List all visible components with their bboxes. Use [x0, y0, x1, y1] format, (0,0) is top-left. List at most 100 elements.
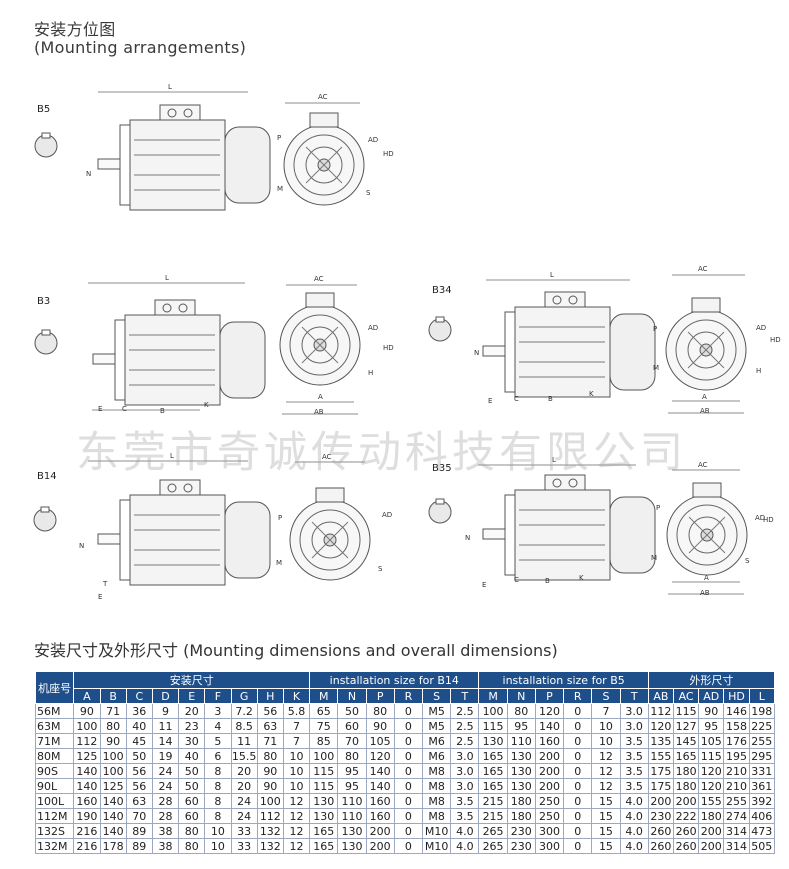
dimension-cell: 120: [698, 778, 725, 794]
dimension-cell: 165: [309, 823, 339, 839]
sub-header-cell: S: [591, 688, 621, 704]
header-b14: installation size for B14: [309, 671, 480, 689]
dimension-cell: 8: [204, 793, 232, 809]
dimension-cell: 195: [723, 748, 750, 764]
dimension-cell: 160: [365, 793, 395, 809]
dimension-cell: 112: [256, 808, 284, 824]
dimension-label: P: [656, 504, 660, 512]
dimension-cell: 12: [282, 808, 311, 824]
dimension-cell: 300: [534, 823, 565, 839]
dimension-label: M: [651, 554, 657, 562]
section-title-zh: 安装方位图: [34, 20, 116, 39]
dimension-cell: 2.5: [450, 703, 480, 719]
dimension-label: HD: [383, 344, 394, 352]
dimension-label: L: [550, 271, 554, 279]
dimension-cell: 265: [478, 823, 508, 839]
dimension-cell: 165: [478, 778, 508, 794]
dimension-cell: M10: [421, 838, 452, 854]
dimension-cell: 60: [337, 718, 367, 734]
dimension-cell: 140: [99, 808, 127, 824]
dimension-cell: 10: [204, 823, 232, 839]
dimension-cell: 314: [723, 823, 750, 839]
dimension-cell: 95: [337, 778, 367, 794]
dimension-label: H: [368, 369, 373, 377]
dimension-cell: 392: [748, 793, 776, 809]
dimension-cell: 473: [748, 823, 776, 839]
dimension-cell: 0: [563, 763, 593, 779]
dimension-label: AB: [700, 589, 710, 597]
dimension-cell: 215: [478, 793, 508, 809]
dimension-cell: 158: [723, 718, 750, 734]
dimension-cell: 3.5: [619, 763, 649, 779]
dimension-cell: 200: [672, 793, 700, 809]
dimension-cell: 100: [478, 703, 508, 719]
dimension-cell: 140: [99, 823, 127, 839]
dimension-cell: 100: [99, 763, 127, 779]
dimension-cell: 255: [748, 733, 776, 749]
header-mounting: 安装尺寸: [73, 671, 311, 689]
dimension-label: AC: [698, 265, 708, 273]
dimension-cell: 3.0: [619, 703, 649, 719]
label-b14: B14: [37, 471, 57, 482]
dimension-label: E: [98, 405, 102, 413]
dimension-label: AB: [314, 408, 324, 416]
dimension-label: T: [102, 580, 108, 588]
dimension-label: K: [204, 401, 209, 409]
dimension-label: C: [514, 576, 519, 584]
sub-header-cell: H: [256, 688, 284, 704]
dimension-cell: 60: [178, 793, 206, 809]
dimension-cell: 10: [282, 763, 311, 779]
dimension-cell: 180: [506, 793, 536, 809]
dimension-cell: 216: [73, 838, 101, 854]
dimension-cell: 0: [393, 793, 424, 809]
dimension-cell: 200: [365, 838, 395, 854]
dimension-cell: 90: [256, 778, 284, 794]
dimension-cell: 11: [151, 718, 180, 734]
dimension-cell: 300: [534, 838, 565, 854]
dimension-cell: 0: [393, 733, 424, 749]
dimension-cell: 0: [393, 703, 424, 719]
sub-header-cell: AD: [698, 688, 725, 704]
dimension-cell: 30: [178, 733, 206, 749]
dimension-cell: 0: [563, 823, 593, 839]
dimension-cell: 12: [282, 838, 311, 854]
dimension-cell: 19: [151, 748, 180, 764]
dimension-cell: 0: [563, 718, 593, 734]
dimension-cell: 260: [647, 823, 675, 839]
dimension-cell: 24: [151, 778, 180, 794]
dimension-cell: 230: [506, 823, 536, 839]
dimension-label: AD: [755, 514, 765, 522]
dimension-cell: 216: [73, 823, 101, 839]
dimension-label: M: [277, 185, 283, 193]
dimension-cell: 60: [178, 808, 206, 824]
dimension-cell: 100: [309, 748, 339, 764]
dimension-label: L: [165, 274, 169, 282]
dimension-cell: 50: [337, 703, 367, 719]
dimension-label: B: [545, 577, 550, 585]
dimension-cell: 140: [365, 763, 395, 779]
dimension-cell: 4.0: [619, 808, 649, 824]
dimension-cell: 180: [506, 808, 536, 824]
dimension-label: L: [552, 456, 556, 464]
dimension-cell: 155: [647, 748, 675, 764]
dimension-label: HD: [770, 336, 781, 344]
sub-header-cell: HD: [723, 688, 750, 704]
label-b5: B5: [37, 104, 51, 115]
dimension-cell: 90: [698, 703, 725, 719]
dimension-cell: 2.5: [450, 733, 480, 749]
dimension-label: AD: [368, 136, 378, 144]
dimension-cell: 125: [73, 748, 101, 764]
sub-header-cell: T: [619, 688, 649, 704]
label-b34: B34: [432, 285, 452, 296]
sub-header-cell: AC: [672, 688, 700, 704]
dimension-cell: 0: [393, 838, 424, 854]
dimension-cell: 56: [125, 778, 153, 794]
dimension-cell: 160: [365, 808, 395, 824]
model-cell: 100L: [34, 793, 75, 809]
dimension-cell: 295: [748, 748, 776, 764]
